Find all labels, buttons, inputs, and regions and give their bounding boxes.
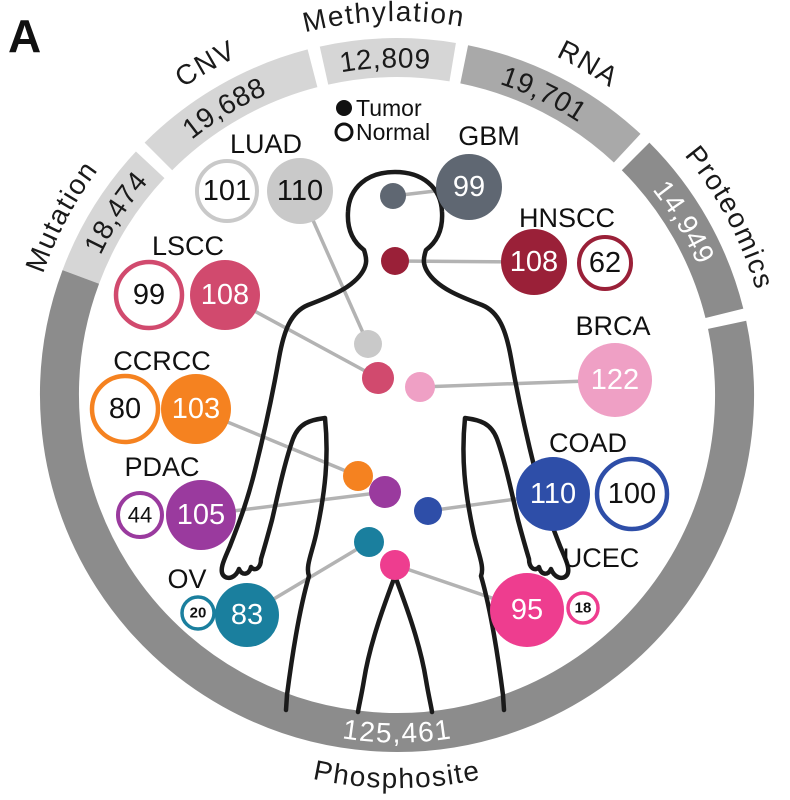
brca-organ-dot bbox=[405, 372, 435, 402]
hnscc-organ-dot bbox=[381, 247, 409, 275]
ring-segment-cnv bbox=[144, 49, 318, 171]
coad-tumor-circle bbox=[516, 457, 590, 531]
lscc-organ-dot bbox=[362, 362, 394, 394]
hnscc-tumor-circle bbox=[501, 229, 567, 295]
brca-tumor-circle bbox=[578, 343, 652, 417]
hnscc-normal-circle bbox=[577, 235, 633, 291]
ov-normal-count: 20 bbox=[190, 605, 207, 622]
ucec-organ-dot bbox=[380, 550, 410, 580]
lscc-normal-circle bbox=[113, 259, 185, 331]
ring-segment-rna bbox=[460, 45, 641, 163]
coad-normal-count: 100 bbox=[608, 478, 656, 510]
coad-normal-circle bbox=[594, 456, 670, 532]
ccrcc-code-label: CCRCC bbox=[113, 346, 211, 376]
luad-code-label: LUAD bbox=[230, 129, 302, 159]
lscc-normal-count: 99 bbox=[133, 279, 165, 311]
methylation-count: 12,809 bbox=[337, 42, 432, 78]
ucec-normal-count: 18 bbox=[575, 600, 592, 617]
luad-tumor-count: 110 bbox=[277, 175, 323, 207]
luad-normal-circle bbox=[195, 159, 259, 223]
coad-organ-dot bbox=[414, 497, 442, 525]
gbm-tumor-circle bbox=[436, 154, 502, 220]
methylation-label: Methylation bbox=[300, 0, 468, 38]
ccrcc-normal-circle bbox=[89, 373, 161, 445]
hnscc-tumor-count: 108 bbox=[510, 246, 558, 278]
gbm-code-label: GBM bbox=[458, 121, 520, 151]
ucec-code-label: UCEC bbox=[563, 543, 640, 573]
ov-tumor-circle bbox=[215, 583, 279, 647]
ring-segment-methylation bbox=[319, 38, 456, 85]
panel-letter: A bbox=[8, 10, 41, 62]
ov-organ-dot bbox=[354, 527, 384, 557]
hnscc-normal-count: 62 bbox=[589, 247, 621, 279]
brca-code-label: BRCA bbox=[575, 311, 650, 341]
ccrcc-tumor-count: 103 bbox=[172, 393, 220, 425]
platform-ring bbox=[39, 38, 754, 752]
coad-code-label: COAD bbox=[549, 428, 627, 458]
gbm-tumor-count: 99 bbox=[453, 171, 485, 203]
luad-normal-count: 101 bbox=[203, 175, 251, 207]
phosphosite-label: Phosphosite bbox=[311, 754, 483, 794]
ucec-normal-circle bbox=[566, 591, 600, 625]
ov-normal-circle bbox=[180, 595, 216, 631]
lscc-tumor-circle bbox=[190, 260, 260, 330]
phosphosite-count: 125,461 bbox=[341, 713, 453, 748]
left-inner-leg-line bbox=[355, 573, 398, 715]
brca-tumor-count: 122 bbox=[591, 364, 639, 396]
tumor-legend-label: Tumor bbox=[356, 95, 422, 121]
ring-segment-phosphosite bbox=[39, 270, 754, 752]
gbm-organ-dot bbox=[380, 183, 406, 209]
pdac-organ-dot bbox=[369, 476, 401, 508]
coad-tumor-count: 110 bbox=[530, 478, 576, 510]
tumor-normal-legend: Tumor Normal bbox=[334, 95, 430, 145]
cohort-circles: 101 110 99 108 62 99 108 122 80 103 44 1… bbox=[89, 154, 670, 647]
body-outline bbox=[219, 169, 571, 713]
pdac-normal-count: 44 bbox=[128, 503, 152, 528]
cancer-code-labels: LUAD GBM HNSCC LSCC BRCA CCRCC PDAC COAD… bbox=[113, 121, 650, 594]
body-silhouette bbox=[219, 169, 571, 715]
ccrcc-tumor-circle bbox=[161, 374, 231, 444]
right-inner-leg-line bbox=[392, 573, 435, 715]
ucec-tumor-circle bbox=[490, 573, 564, 647]
luad-organ-dot bbox=[354, 330, 382, 358]
normal-legend-icon bbox=[334, 122, 354, 142]
ring-segment-mutation bbox=[62, 151, 165, 285]
lscc-tumor-count: 108 bbox=[201, 279, 249, 311]
pdac-tumor-circle bbox=[166, 480, 236, 550]
ring-segment-proteomics bbox=[621, 142, 744, 319]
ccrcc-organ-dot bbox=[343, 461, 373, 491]
pdac-tumor-count: 105 bbox=[177, 499, 225, 531]
tumor-legend-icon bbox=[336, 100, 352, 116]
normal-legend-label: Normal bbox=[356, 119, 430, 145]
luad-tumor-circle bbox=[267, 158, 333, 224]
pdac-normal-circle bbox=[116, 491, 164, 539]
hnscc-code-label: HNSCC bbox=[519, 203, 615, 233]
ucec-tumor-count: 95 bbox=[511, 594, 543, 626]
pdac-code-label: PDAC bbox=[124, 452, 199, 482]
ov-tumor-count: 83 bbox=[231, 599, 263, 631]
lscc-code-label: LSCC bbox=[152, 231, 224, 261]
organ-dots bbox=[343, 183, 442, 580]
ov-code-label: OV bbox=[167, 564, 206, 594]
ccrcc-normal-count: 80 bbox=[109, 393, 141, 425]
